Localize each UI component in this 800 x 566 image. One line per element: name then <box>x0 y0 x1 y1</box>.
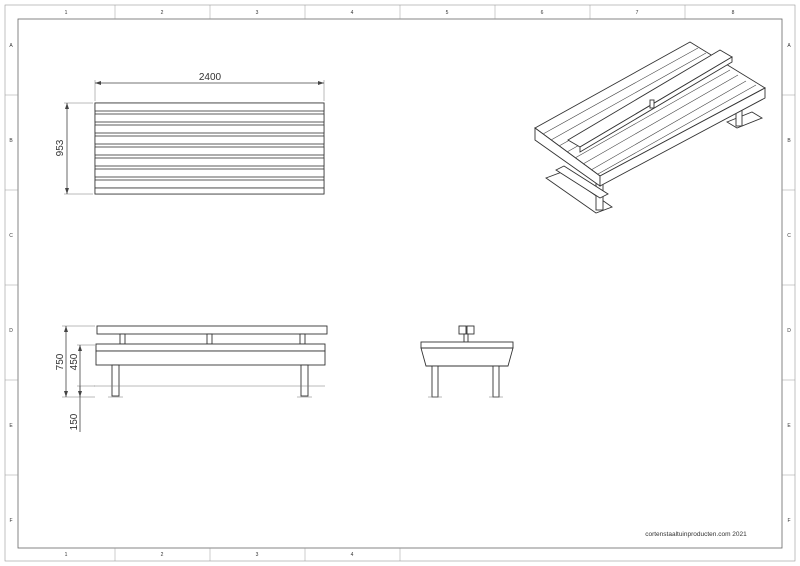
backrest-bar <box>96 325 328 335</box>
iso-post <box>649 99 655 109</box>
total-height-label: 750 <box>55 353 66 370</box>
height-dimensions: 750 450 150 <box>55 325 95 432</box>
foot-height-label: 150 <box>69 413 80 430</box>
isometric-view <box>534 41 766 214</box>
column-label: 2 <box>161 552 164 558</box>
column-label: 4 <box>351 10 354 16</box>
side-frame <box>420 347 514 367</box>
backrest-post <box>206 333 213 345</box>
column-labels-top: 1 2 3 4 5 6 7 8 <box>65 10 735 16</box>
depth-dimension: 953 <box>55 102 93 195</box>
column-labels-bottom: 1 2 3 4 <box>65 552 354 558</box>
plank <box>94 102 325 112</box>
side-backrest-block <box>458 325 467 335</box>
plank <box>94 124 325 134</box>
row-label: A <box>787 43 791 49</box>
top-view: 2400 953 <box>55 72 325 195</box>
row-label: E <box>9 423 13 429</box>
side-post <box>463 333 469 343</box>
front-foot-plate <box>545 171 613 214</box>
column-label: 4 <box>351 552 354 558</box>
column-label: 3 <box>256 552 259 558</box>
depth-dimension-label: 953 <box>55 139 66 156</box>
under-frame <box>555 165 609 199</box>
row-labels-left: A B C D E F <box>9 43 13 524</box>
column-label: 3 <box>256 10 259 16</box>
column-label: 1 <box>65 552 68 558</box>
column-label: 7 <box>636 10 639 16</box>
row-label: D <box>787 328 791 334</box>
row-label: D <box>9 328 13 334</box>
side-left-leg <box>431 365 439 398</box>
row-label: B <box>787 138 791 144</box>
plank <box>94 157 325 167</box>
plank <box>94 146 325 156</box>
width-dimension: 2400 <box>94 72 325 101</box>
plank <box>94 135 325 145</box>
row-label: B <box>9 138 13 144</box>
seat-side-edge <box>599 87 766 187</box>
plank <box>94 113 325 123</box>
iso-center-bar-side <box>579 56 733 153</box>
column-label: 2 <box>161 10 164 16</box>
column-label: 6 <box>541 10 544 16</box>
column-label: 8 <box>732 10 735 16</box>
row-label: E <box>787 423 791 429</box>
seat-frame <box>95 350 326 366</box>
seat-height-label: 450 <box>69 353 80 370</box>
top-view-planks <box>94 102 325 195</box>
row-label: C <box>9 233 13 239</box>
column-label: 1 <box>65 10 68 16</box>
side-right-leg <box>492 365 500 398</box>
backrest-post <box>299 333 306 345</box>
plank <box>94 187 325 195</box>
row-label: C <box>787 233 791 239</box>
row-label: F <box>9 518 12 524</box>
row-label: A <box>9 43 13 49</box>
zone-ticks <box>5 5 795 561</box>
backrest-post <box>119 333 126 345</box>
row-labels-right: A B C D E F <box>787 43 791 524</box>
left-leg <box>111 364 120 397</box>
front-view: 750 450 150 <box>55 325 328 432</box>
side-backrest-block <box>466 325 475 335</box>
right-leg <box>300 364 309 397</box>
plank <box>94 179 325 189</box>
side-view <box>420 325 514 398</box>
column-label: 5 <box>446 10 449 16</box>
plank <box>94 168 325 178</box>
footer-credit: cortenstaaltuinproducten.com 2021 <box>645 531 747 538</box>
side-seat <box>420 341 514 349</box>
width-dimension-label: 2400 <box>199 72 222 83</box>
seat-slab <box>95 343 326 352</box>
row-label: F <box>787 518 790 524</box>
